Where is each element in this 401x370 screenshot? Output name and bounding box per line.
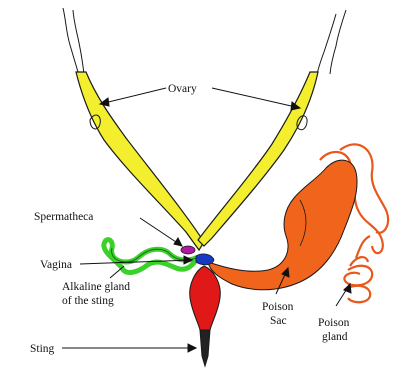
label-alkaline-gland-2: of the sting [62, 295, 114, 307]
spermatheca [181, 246, 195, 254]
label-poison-gland: Poison [318, 317, 350, 329]
label-poison-gland-2: gland [322, 331, 348, 343]
label-alkaline-gland: Alkaline gland [62, 281, 130, 293]
ovary-threads [63, 8, 346, 74]
label-vagina: Vagina [40, 259, 72, 271]
label-sting: Sting [30, 343, 55, 355]
label-ovary: Ovary [168, 83, 197, 95]
label-poison-sac-2: Sac [270, 315, 287, 327]
sting-shaft [200, 330, 210, 366]
label-poison-sac: Poison [262, 301, 294, 313]
sting-bulb [190, 266, 221, 330]
alkaline-gland [104, 240, 196, 273]
label-spermatheca: Spermatheca [34, 211, 93, 223]
ovary-left [76, 72, 204, 250]
poison-sac [208, 160, 357, 290]
vagina [196, 254, 214, 265]
